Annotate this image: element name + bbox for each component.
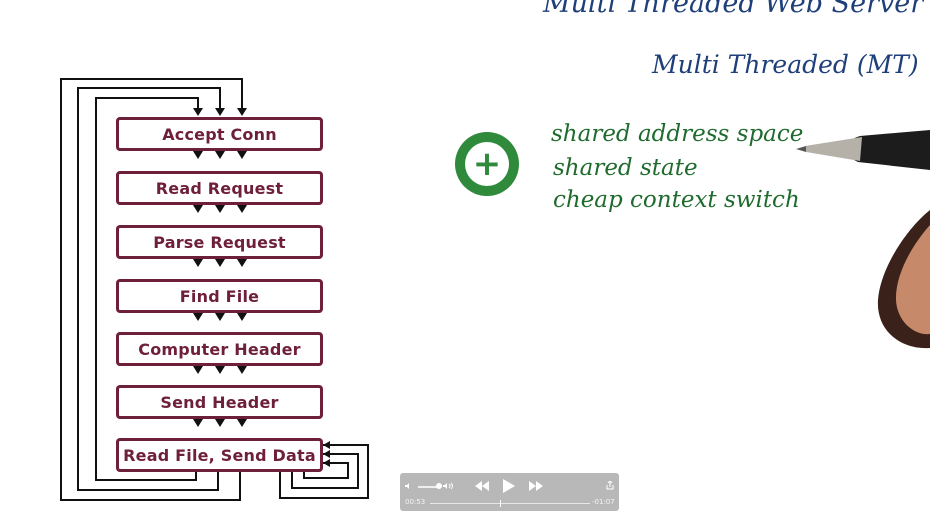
play-icon[interactable] xyxy=(501,478,517,494)
right-loop-outer xyxy=(279,444,369,499)
volume-low-icon[interactable] xyxy=(404,481,414,491)
loop-wire-inner xyxy=(95,97,199,481)
arrow-head xyxy=(215,366,225,374)
arrow-head xyxy=(193,151,203,159)
volume-high-icon[interactable] xyxy=(442,481,454,491)
slide-title: Multi Threaded Web Server xyxy=(543,0,924,19)
progress-track[interactable] xyxy=(430,503,590,504)
arrow-head xyxy=(237,313,247,321)
stage-box-read-request: Read Request xyxy=(116,171,323,205)
right-loop-inner xyxy=(303,462,349,479)
arrow-head xyxy=(193,108,203,116)
arrow-head xyxy=(215,419,225,427)
share-icon[interactable] xyxy=(605,480,615,491)
stage-box-accept-conn: Accept Conn xyxy=(116,117,323,151)
volume-knob[interactable] xyxy=(436,483,442,489)
arrow-head xyxy=(237,259,247,267)
pro-item: shared state xyxy=(553,155,698,181)
arrow-head xyxy=(215,259,225,267)
loop-wire-middle xyxy=(77,87,221,491)
arrow-head-left xyxy=(323,441,330,449)
loop-wire-outer xyxy=(60,78,243,501)
fast-forward-icon[interactable] xyxy=(528,479,544,493)
arrow-head-left xyxy=(323,459,330,467)
arrow-head xyxy=(237,419,247,427)
rewind-icon[interactable] xyxy=(474,479,490,493)
remaining-time: -01:07 xyxy=(592,498,615,506)
stage-box-find-file: Find File xyxy=(116,279,323,313)
stage-box-computer-header: Computer Header xyxy=(116,332,323,366)
plus-sign: + xyxy=(465,142,509,186)
stage-box-send-header: Send Header xyxy=(116,385,323,419)
arrow-head-left xyxy=(323,450,330,458)
arrow-head xyxy=(193,313,203,321)
arrow-head xyxy=(237,205,247,213)
arrow-head xyxy=(237,108,247,116)
arrow-head xyxy=(193,419,203,427)
pro-item: cheap context switch xyxy=(553,187,800,213)
plus-circle-icon: + xyxy=(455,132,519,196)
stage-box-read-file-send-data: Read File, Send Data xyxy=(116,438,323,472)
stage-box-parse-request: Parse Request xyxy=(116,225,323,259)
right-loop-middle xyxy=(291,453,359,489)
slide-subtitle: Multi Threaded (MT) xyxy=(652,50,919,79)
arrow-head xyxy=(193,205,203,213)
arrow-head xyxy=(193,259,203,267)
progress-playhead[interactable] xyxy=(500,500,501,507)
current-time: 00:53 xyxy=(405,498,426,506)
arrow-head xyxy=(215,151,225,159)
arrow-head xyxy=(215,313,225,321)
pro-item: shared address space xyxy=(551,121,804,147)
video-player: 00:53 -01:07 xyxy=(400,473,619,511)
arrow-head xyxy=(237,366,247,374)
arrow-head xyxy=(237,151,247,159)
arrow-head xyxy=(215,108,225,116)
arrow-head xyxy=(193,366,203,374)
arrow-head xyxy=(215,205,225,213)
volume-slider[interactable] xyxy=(418,486,440,488)
